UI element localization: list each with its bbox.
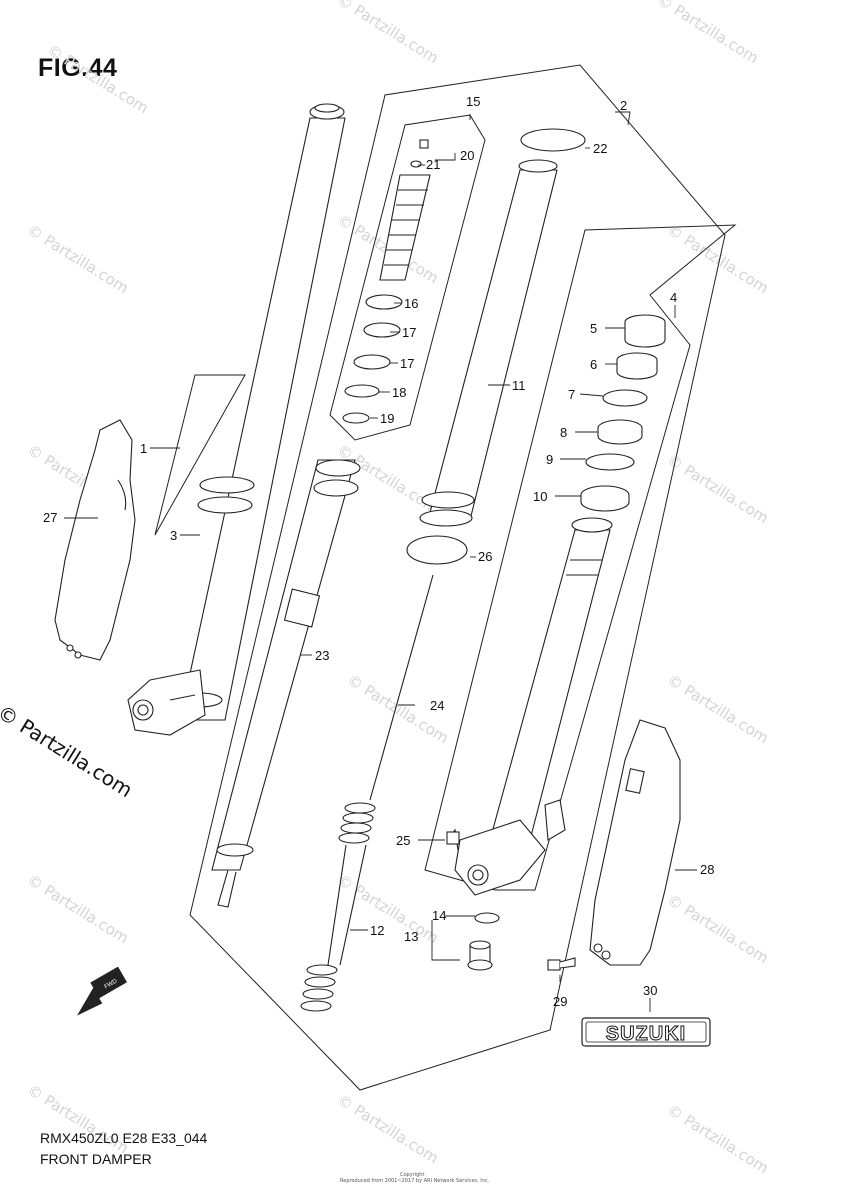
callout-20: 20 xyxy=(460,148,474,163)
cartridge-head xyxy=(342,139,431,424)
callout-6: 6 xyxy=(590,357,597,372)
callout-8: 8 xyxy=(560,425,567,440)
callout-22: 22 xyxy=(593,141,607,156)
callout-21: 21 xyxy=(426,157,440,172)
callout-30: 30 xyxy=(643,983,657,998)
base-valve xyxy=(467,912,500,971)
fork-guard-left xyxy=(54,419,136,661)
callout-24: 24 xyxy=(430,698,444,713)
callout-27: 27 xyxy=(43,510,57,525)
callout-17a: 17 xyxy=(402,325,416,340)
frame-assembly-2 xyxy=(189,64,726,1091)
callout-28: 28 xyxy=(700,862,714,877)
callout-18: 18 xyxy=(392,385,406,400)
outer-tube xyxy=(177,103,346,721)
callout-7: 7 xyxy=(568,387,575,402)
callout-14: 14 xyxy=(432,908,446,923)
callout-19: 19 xyxy=(380,411,394,426)
callout-12: 12 xyxy=(370,923,384,938)
callout-labels: 1 2 3 4 5 6 7 8 9 10 11 12 13 14 15 16 1… xyxy=(43,94,714,1009)
callout-2: 2 xyxy=(620,98,627,113)
frame-assembly-4 xyxy=(424,224,737,891)
inner-tube xyxy=(419,128,586,527)
callout-16: 16 xyxy=(404,296,418,311)
figure-title: FIG.44 xyxy=(38,54,118,82)
callout-3: 3 xyxy=(170,528,177,543)
slider-tube-right xyxy=(447,517,613,896)
callout-10: 10 xyxy=(533,489,547,504)
callout-26: 26 xyxy=(478,549,492,564)
axle-bolt xyxy=(446,831,460,845)
frame-bracket-1-3 xyxy=(154,374,246,536)
frame-assembly-15 xyxy=(329,114,486,441)
callout-25: 25 xyxy=(396,833,410,848)
fork-guard-right xyxy=(589,719,681,966)
callout-17b: 17 xyxy=(400,356,414,371)
fwd-arrow-icon: FWD xyxy=(77,966,127,1016)
leader-lines xyxy=(64,111,697,1012)
callout-23: 23 xyxy=(315,648,329,663)
callout-9: 9 xyxy=(546,452,553,467)
copyright-title: Copyright xyxy=(400,1172,425,1178)
copyright-line: Reproduced from 2001~2017 by ARI Network… xyxy=(340,1178,490,1184)
part-name: FRONT DAMPER xyxy=(40,1151,152,1167)
suzuki-logo-text: SUZUKI xyxy=(606,1023,686,1045)
assembly-frames xyxy=(154,64,737,1091)
callout-5: 5 xyxy=(590,321,597,336)
seal-stack xyxy=(580,314,666,512)
axle-bracket-left xyxy=(127,669,206,736)
spring-assembly xyxy=(300,535,468,1012)
damper-rod xyxy=(211,459,361,908)
suzuki-emblem: SUZUKI xyxy=(581,1017,711,1047)
callout-15: 15 xyxy=(466,94,480,109)
callout-13: 13 xyxy=(404,929,418,944)
callout-1: 1 xyxy=(140,441,147,456)
model-code: RMX450ZL0 E28 E33_044 xyxy=(40,1130,208,1146)
guard-bolt xyxy=(547,957,576,971)
callout-4: 4 xyxy=(670,290,677,305)
callout-29: 29 xyxy=(553,994,567,1009)
callout-11: 11 xyxy=(512,378,526,393)
